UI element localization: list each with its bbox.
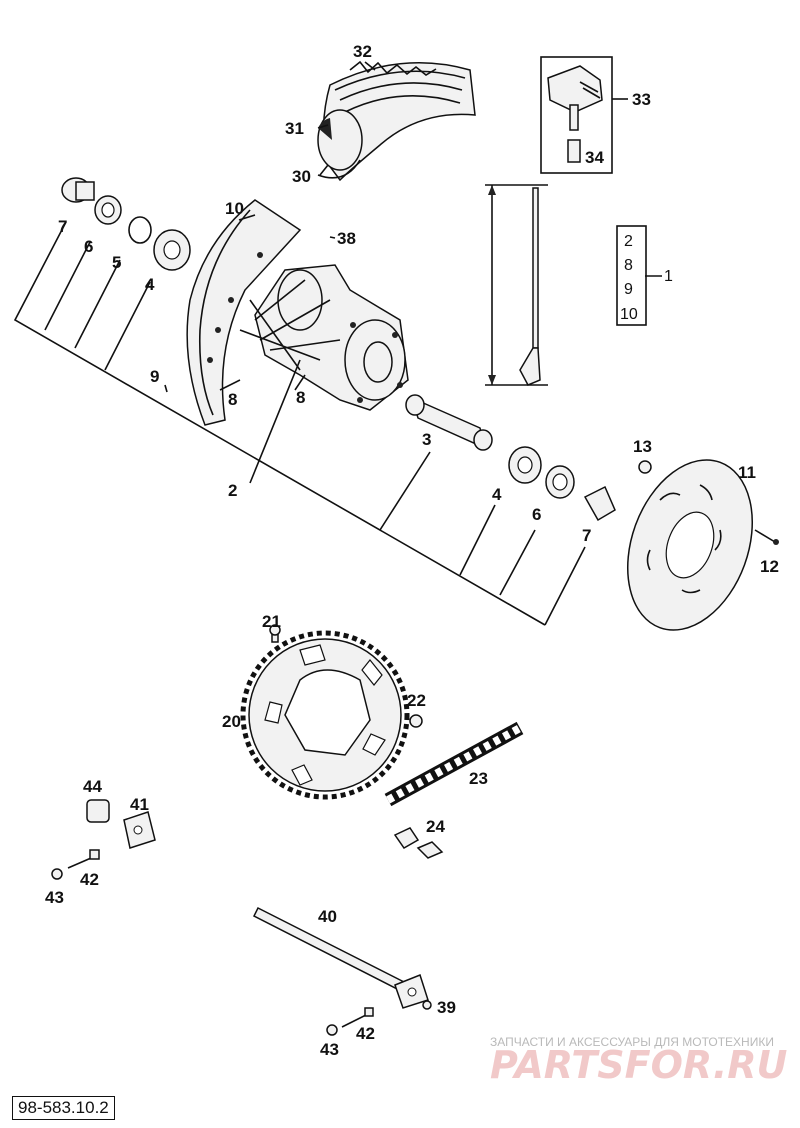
kit-box: 2 8 9 10 1 [616, 225, 673, 326]
kit-item-0: 2 [624, 233, 633, 250]
callout-42-left: 42 [80, 870, 99, 889]
kit-item-3: 10 [620, 306, 638, 323]
tire-assembly [317, 60, 476, 182]
callout-12: 12 [760, 557, 779, 576]
kit-label: 1 [664, 268, 673, 285]
chain-adjuster-left [51, 799, 156, 880]
callout-8-rim: 8 [228, 390, 237, 409]
diagram-code: 98-583.10.2 [12, 1096, 115, 1120]
watermark-logo: PARTSFOR.RU [490, 1043, 788, 1087]
callout-43-axle: 43 [320, 1040, 339, 1059]
callout-34: 34 [585, 148, 604, 167]
callout-2: 2 [228, 481, 237, 500]
callout-44: 44 [83, 777, 102, 796]
callout-31: 31 [285, 119, 304, 138]
callout-4-right: 4 [492, 485, 502, 504]
watermark: ЗАПЧАСТИ И АКСЕССУАРЫ ДЛЯ МОТОТЕХНИКИ PA… [490, 1035, 788, 1087]
callout-3: 3 [422, 430, 431, 449]
callout-32: 32 [353, 42, 372, 61]
callout-39: 39 [437, 998, 456, 1017]
valve-assembly [540, 56, 628, 174]
callout-24: 24 [426, 817, 445, 836]
hub [239, 264, 409, 411]
sprocket [240, 624, 423, 800]
callout-42-axle: 42 [356, 1024, 375, 1043]
callout-6-right: 6 [532, 505, 541, 524]
leader-lines [13, 61, 662, 626]
callout-20: 20 [222, 712, 241, 731]
callout-7-right: 7 [582, 526, 591, 545]
callout-38: 38 [337, 229, 356, 248]
callout-5: 5 [112, 253, 121, 272]
callout-4-left: 4 [145, 275, 155, 294]
right-bearing-stack [508, 446, 616, 522]
axle-spacer [405, 394, 493, 451]
left-bearing-stack [61, 177, 191, 271]
axle [252, 906, 432, 1036]
callouts: 32 31 30 33 34 10 38 7 6 5 4 9 8 8 2 3 4… [45, 42, 779, 1059]
rim [186, 199, 302, 426]
callout-10: 10 [225, 199, 244, 218]
callout-43-left: 43 [45, 888, 64, 907]
callout-21: 21 [262, 612, 281, 631]
callout-23: 23 [469, 769, 488, 788]
callout-41: 41 [130, 795, 149, 814]
kit-item-2: 9 [624, 281, 633, 298]
callout-13: 13 [633, 437, 652, 456]
callout-33: 33 [632, 90, 651, 109]
callout-9: 9 [150, 367, 159, 386]
callout-8-hub: 8 [296, 388, 305, 407]
callout-30: 30 [292, 167, 311, 186]
callout-40: 40 [318, 907, 337, 926]
callout-22: 22 [407, 691, 426, 710]
brake-disc [626, 459, 779, 631]
callout-11: 11 [738, 463, 756, 482]
chain [384, 721, 524, 859]
spoke-with-dimension [485, 184, 548, 386]
watermark-caption: ЗАПЧАСТИ И АКСЕССУАРЫ ДЛЯ МОТОТЕХНИКИ [490, 1035, 774, 1049]
callout-6-left: 6 [84, 237, 93, 256]
kit-item-1: 8 [624, 257, 633, 274]
callout-7-left: 7 [58, 217, 67, 236]
